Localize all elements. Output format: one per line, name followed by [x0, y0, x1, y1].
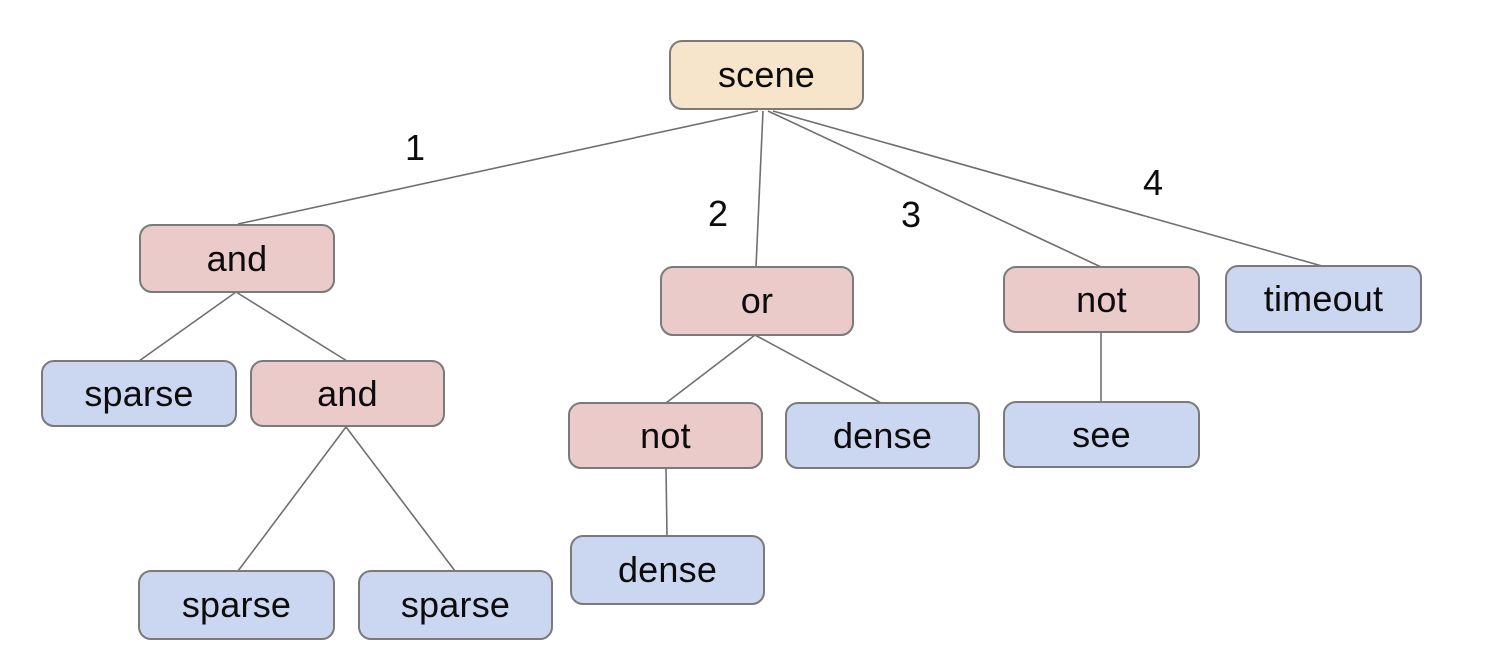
edge-label-2: 2: [707, 193, 729, 234]
node-or-label: or: [740, 280, 774, 321]
node-scene: scene: [669, 40, 864, 110]
edge-not2-dense2: [665, 467, 668, 537]
edge-and-and: [235, 291, 348, 362]
node-scene-label: scene: [717, 54, 816, 95]
edge-and-sparse: [138, 291, 237, 362]
node-sparse-1: sparse: [41, 360, 237, 427]
node-dense-1: dense: [785, 402, 980, 469]
node-see-label: see: [1072, 413, 1131, 455]
edge-label-3: 3: [900, 194, 922, 235]
edge-and2-sparse3: [345, 426, 456, 572]
edge-label-4: 4: [1142, 162, 1164, 203]
node-sparse-3: sparse: [358, 570, 553, 640]
node-not-1: not: [1003, 266, 1200, 333]
node-timeout-label: timeout: [1263, 278, 1384, 319]
node-sparse-2-label: sparse: [181, 584, 292, 625]
node-dense-2-label: dense: [617, 549, 718, 590]
node-and-1-label: and: [206, 237, 268, 279]
node-and-2-label: and: [317, 372, 378, 414]
edge-scene-not: [767, 110, 1102, 268]
node-dense-2: dense: [570, 535, 765, 605]
edge-scene-timeout: [772, 110, 1323, 267]
node-not-1-label: not: [1076, 278, 1127, 320]
node-timeout: timeout: [1225, 265, 1422, 333]
node-dense-1-label: dense: [832, 414, 933, 456]
edge-label-1: 1: [404, 127, 426, 168]
node-see: see: [1003, 401, 1200, 468]
node-or: or: [660, 266, 854, 336]
edge-scene-or: [755, 110, 764, 268]
node-and-2: and: [250, 360, 445, 427]
node-not-2: not: [568, 402, 763, 469]
edge-or-not: [665, 334, 756, 404]
edge-scene-and: [237, 110, 759, 225]
node-and-1: and: [139, 224, 335, 293]
edge-or-dense: [754, 334, 882, 404]
node-sparse-2: sparse: [138, 570, 335, 640]
node-not-2-label: not: [640, 414, 691, 456]
edge-and2-sparse2: [237, 426, 347, 572]
node-sparse-1-label: sparse: [84, 372, 194, 414]
node-sparse-3-label: sparse: [400, 584, 511, 625]
